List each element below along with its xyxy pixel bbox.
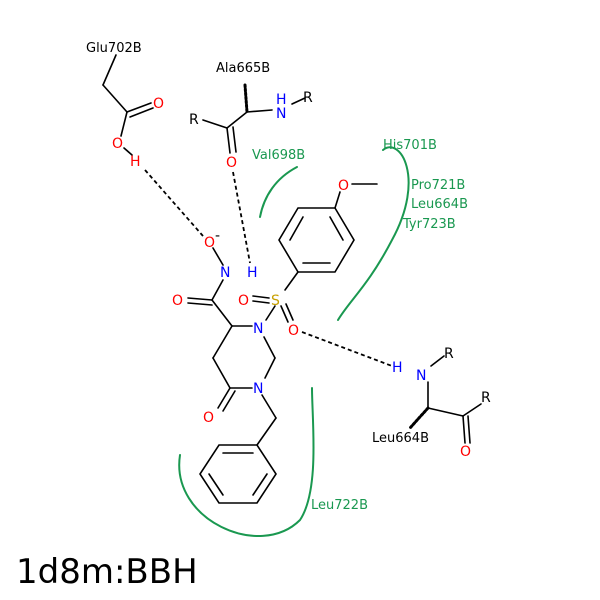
label-ala665b: Ala665B: [216, 61, 270, 76]
atom-r-ala-right: R: [303, 90, 313, 106]
atom-o-glu-hydroxyl: O: [112, 136, 123, 152]
bond-ring-co: [217, 387, 231, 409]
label-leu664b-bottom: Leu664B: [372, 431, 429, 446]
benzyl-inner-2: [208, 473, 224, 496]
bond-leu-stereo: [408, 406, 430, 430]
atom-o-leu: O: [460, 444, 471, 460]
bond-s-o-left-double: [252, 300, 270, 304]
methoxyphenyl-inner-1: [289, 216, 304, 241]
bond-leu-ca-c: [427, 407, 464, 417]
atom-r-leu-c: R: [481, 390, 491, 406]
label-glu702b: Glu702B: [86, 41, 142, 56]
atom-o-ala: O: [226, 155, 237, 171]
bond-s-o-right-double: [285, 303, 294, 321]
val698b-contact-arc: [259, 166, 298, 218]
atom-n-ala: N: [276, 106, 286, 122]
atom-h-leu: H: [392, 360, 403, 376]
bond-s-ring: [284, 271, 299, 291]
atom-n-ring-top: N: [253, 321, 263, 337]
atom-o-ring: O: [203, 410, 214, 426]
bond-leu-c-r: [462, 403, 482, 417]
bond-ring-3: [264, 357, 276, 379]
bond-c-o-double: [187, 302, 213, 306]
bond-ring-5: [212, 357, 231, 389]
atom-o-methoxy: O: [338, 178, 349, 194]
bond-ring-co-double: [222, 390, 236, 412]
bond-n-ch2: [261, 394, 277, 419]
bond-ring-2: [263, 336, 276, 359]
bond-glu-o-h: [123, 147, 133, 156]
label-val698b: Val698B: [252, 148, 305, 163]
his701b-contact-arc: [337, 146, 410, 321]
benzyl-inner-3: [252, 473, 268, 496]
atom-n-hydroxamate: N: [220, 265, 230, 281]
bond-ala-ca-n: [246, 109, 273, 113]
structure-caption: 1d8m:BBH: [16, 552, 198, 592]
atom-n-ring-bottom: N: [253, 381, 263, 397]
hbond-glu-h-to-o: [144, 169, 204, 237]
bond-ala-c-r: [202, 119, 228, 129]
benzyl-ring: [199, 444, 277, 504]
atom-h-glu: H: [130, 154, 141, 170]
methoxyphenyl-inner-2: [329, 216, 344, 241]
bond-glu-ca-cb: [102, 54, 117, 86]
atom-o-glu-carbonyl: O: [153, 96, 164, 112]
bond-leu-c-o: [462, 415, 466, 444]
atom-s: S: [271, 293, 280, 309]
bond-ch2-phenyl: [256, 417, 277, 446]
bond-leu-c-o-double: [467, 415, 471, 444]
atom-o-charge: -: [215, 228, 220, 244]
bond-n-c: [211, 279, 224, 301]
atom-r-leu-n: R: [444, 346, 454, 362]
atom-r-ala-left: R: [189, 112, 199, 128]
label-tyr723b: Tyr723B: [402, 217, 456, 232]
atom-o-sulfonyl-left: O: [238, 293, 249, 309]
leu722b-contact-arc: [178, 387, 315, 537]
atom-o-hydroxamate: O: [204, 235, 215, 251]
bond-ring-6: [212, 325, 233, 359]
bond-ala-c-o: [226, 127, 231, 154]
atom-o-amide: O: [172, 293, 183, 309]
bond-ala-stereo: [243, 83, 249, 114]
bond-ala-c-o-double: [232, 126, 237, 153]
label-leu722b: Leu722B: [311, 498, 368, 513]
bond-ring-o: [334, 191, 341, 209]
hbond-ala-o-to-nh: [232, 171, 251, 264]
bond-s-o-left: [252, 295, 270, 299]
bond-glu-c-o-double: [129, 107, 154, 118]
bond-leu-n-r: [430, 355, 445, 367]
bond-c-ring: [211, 299, 233, 327]
bond-c-o: [187, 297, 213, 301]
bond-ala-ca-c: [226, 111, 248, 129]
bond-glu-c-oh: [120, 111, 128, 137]
bond-glu-cb-c: [102, 84, 128, 113]
atom-n-leu: N: [416, 368, 426, 384]
bond-o-n: [212, 247, 224, 266]
label-leu664b: Leu664B: [411, 197, 468, 212]
label-pro721b: Pro721B: [411, 178, 465, 193]
bond-n-s: [265, 305, 276, 321]
atom-h-ala: H: [276, 92, 287, 108]
atom-h-hydroxamate: H: [247, 265, 258, 281]
bond-s-o-right: [280, 305, 289, 323]
bond-ala-n-r: [291, 97, 306, 105]
hbond-so2-to-leu-h: [301, 331, 393, 367]
label-his701b: His701B: [383, 138, 437, 153]
bond-glu-c-o: [126, 102, 152, 113]
atom-o-sulfonyl-right: O: [288, 323, 299, 339]
